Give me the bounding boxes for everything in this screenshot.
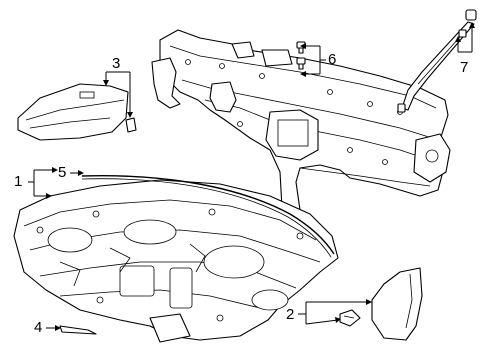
- side-trim-panel: [371, 267, 423, 341]
- top-seal-strip: [81, 175, 335, 258]
- callout-2: 2: [286, 306, 295, 323]
- beam-fasteners: [296, 41, 306, 70]
- callout-4: 4: [34, 319, 43, 336]
- trim-clip: [339, 309, 361, 327]
- upper-cover: [17, 83, 137, 141]
- callout-6: 6: [328, 51, 337, 68]
- callout-7: 7: [460, 59, 469, 76]
- leader-lines: [28, 22, 475, 331]
- small-trim-piece: [59, 325, 97, 335]
- instrument-panel-carrier: [13, 179, 339, 343]
- callout-1: 1: [14, 173, 23, 190]
- callout-3: 3: [112, 55, 121, 72]
- callout-5: 5: [58, 164, 67, 181]
- cross-car-beam: [151, 29, 451, 215]
